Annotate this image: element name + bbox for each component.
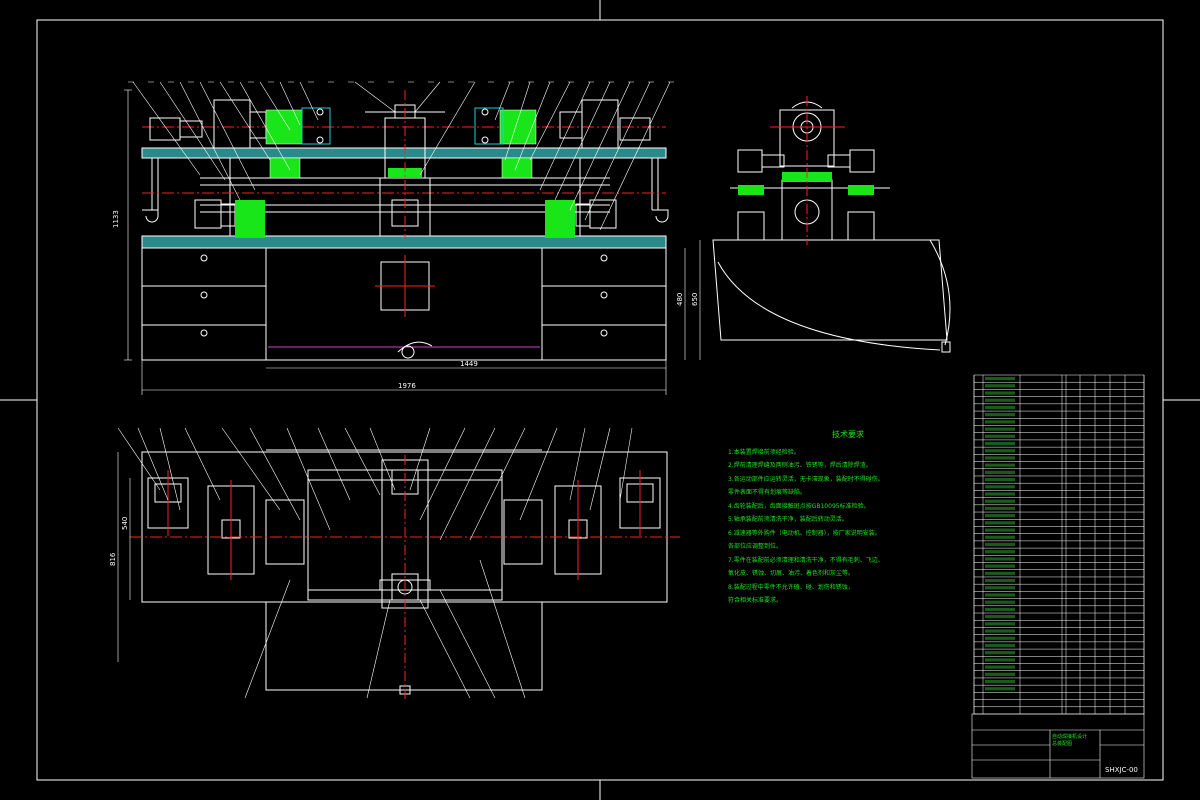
parts-list-cell bbox=[985, 521, 1015, 525]
parts-list-cell bbox=[985, 463, 1015, 467]
parts-list-cell bbox=[985, 449, 1015, 453]
title-name-line1: 自动焊接机设计 bbox=[1052, 734, 1088, 740]
parts-list-cell bbox=[985, 427, 1015, 431]
parts-list-cell bbox=[985, 607, 1015, 612]
parts-list-cell bbox=[985, 672, 1015, 676]
front-view bbox=[124, 81, 686, 395]
parts-list-cell bbox=[985, 499, 1015, 503]
parts-list-cell bbox=[985, 593, 1015, 597]
dim-plan-depth: 816 bbox=[109, 552, 117, 566]
note-line: 6.减速器等外购件（电动机、控制器），按厂家说明安装。 bbox=[728, 529, 881, 537]
parts-list-cell bbox=[985, 571, 1015, 575]
note-line: 7.零件在装配前必须清理和清洗干净，不得有毛刺、飞边、 bbox=[728, 556, 884, 564]
parts-list-cell bbox=[985, 636, 1015, 640]
note-line: 1.本装置焊接前须经检验。 bbox=[728, 448, 800, 456]
parts-list-cell bbox=[985, 622, 1015, 626]
parts-list-cell bbox=[985, 629, 1015, 633]
parts-list-cell bbox=[985, 492, 1015, 496]
parts-list-cell bbox=[985, 470, 1015, 474]
parts-list-cell bbox=[985, 643, 1015, 648]
title-block-name: 自动焊接机设计 总装配图 bbox=[1052, 733, 1087, 747]
note-line: 5.轴承装配前须清洗干净，装配后转动灵活。 bbox=[728, 516, 848, 523]
technical-notes: 技术要求 1.本装置焊接前须经检验。 2.焊前清理焊缝及两侧油污、铁锈等，焊后清… bbox=[728, 428, 968, 608]
parts-list-cell bbox=[985, 557, 1015, 561]
plan-view-centerlines bbox=[130, 455, 680, 700]
parts-list-cell bbox=[985, 420, 1015, 424]
parts-list-cell bbox=[985, 535, 1015, 539]
dim-overall-length: 1976 bbox=[398, 382, 416, 390]
parts-list-cell bbox=[985, 377, 1015, 381]
dim-inner-span: 1449 bbox=[460, 360, 478, 368]
parts-list-cell bbox=[985, 615, 1015, 619]
parts-list-table bbox=[973, 374, 1145, 715]
note-line: 各部位应调整到位。 bbox=[728, 543, 783, 550]
parts-list-cell bbox=[985, 398, 1015, 402]
note-line: 氧化皮、锈蚀、切屑、油污、着色剂和灰尘等。 bbox=[728, 570, 855, 577]
parts-list-cell bbox=[985, 550, 1015, 554]
parts-list-cell bbox=[985, 391, 1015, 395]
parts-list-cell bbox=[985, 665, 1015, 669]
dim-plan-inner: 540 bbox=[121, 517, 129, 530]
parts-list-cell bbox=[985, 413, 1015, 417]
parts-list-cell bbox=[985, 477, 1015, 482]
note-line: 符合相关标准要求。 bbox=[728, 597, 783, 604]
dim-front-height: 1133 bbox=[112, 210, 120, 228]
notes-title: 技术要求 bbox=[832, 430, 864, 439]
parts-list-cell bbox=[985, 528, 1015, 532]
parts-list-cell bbox=[985, 679, 1015, 684]
parts-list-cell bbox=[985, 485, 1015, 489]
parts-list-cell bbox=[985, 564, 1015, 568]
note-line: 3.各运动部件应运转灵活，无卡滞现象，装配时不得碰伤。 bbox=[728, 475, 884, 483]
title-block-frame bbox=[971, 713, 1145, 779]
note-line: 2.焊前清理焊缝及两侧油污、铁锈等，焊后清除焊渣。 bbox=[728, 462, 872, 469]
drawing-number: SHXJC-00 bbox=[1105, 766, 1138, 774]
dim-side-height: 650 bbox=[691, 293, 699, 306]
parts-list-cell bbox=[985, 384, 1015, 388]
parts-list-cell bbox=[985, 542, 1015, 547]
parts-list-cell bbox=[985, 600, 1015, 604]
parts-list-cell bbox=[985, 456, 1015, 460]
parts-list-cell bbox=[985, 658, 1015, 662]
parts-list-cell bbox=[985, 586, 1015, 590]
note-line: 8.装配过程中零件不允许磕、碰、划伤和锈蚀， bbox=[728, 583, 854, 591]
plan-view-leaders bbox=[117, 427, 633, 699]
parts-list-cell bbox=[985, 651, 1015, 655]
parts-list-cell bbox=[985, 405, 1015, 410]
parts-list-cell bbox=[985, 434, 1015, 438]
parts-list-cell bbox=[985, 687, 1015, 691]
parts-list-cell bbox=[985, 514, 1015, 518]
note-line: 零件表面不得有划痕等缺陷。 bbox=[728, 489, 807, 496]
parts-list-cell bbox=[985, 506, 1015, 511]
title-name-line2: 总装配图 bbox=[1052, 741, 1073, 747]
note-line: 4.齿轮装配后，齿面接触斑点按GB10095标准检验。 bbox=[728, 502, 870, 510]
side-view bbox=[712, 101, 951, 353]
dim-base-height: 480 bbox=[676, 293, 684, 306]
parts-list-cell bbox=[985, 441, 1015, 446]
parts-list-cell bbox=[985, 578, 1015, 583]
side-view-highlights bbox=[699, 96, 874, 360]
